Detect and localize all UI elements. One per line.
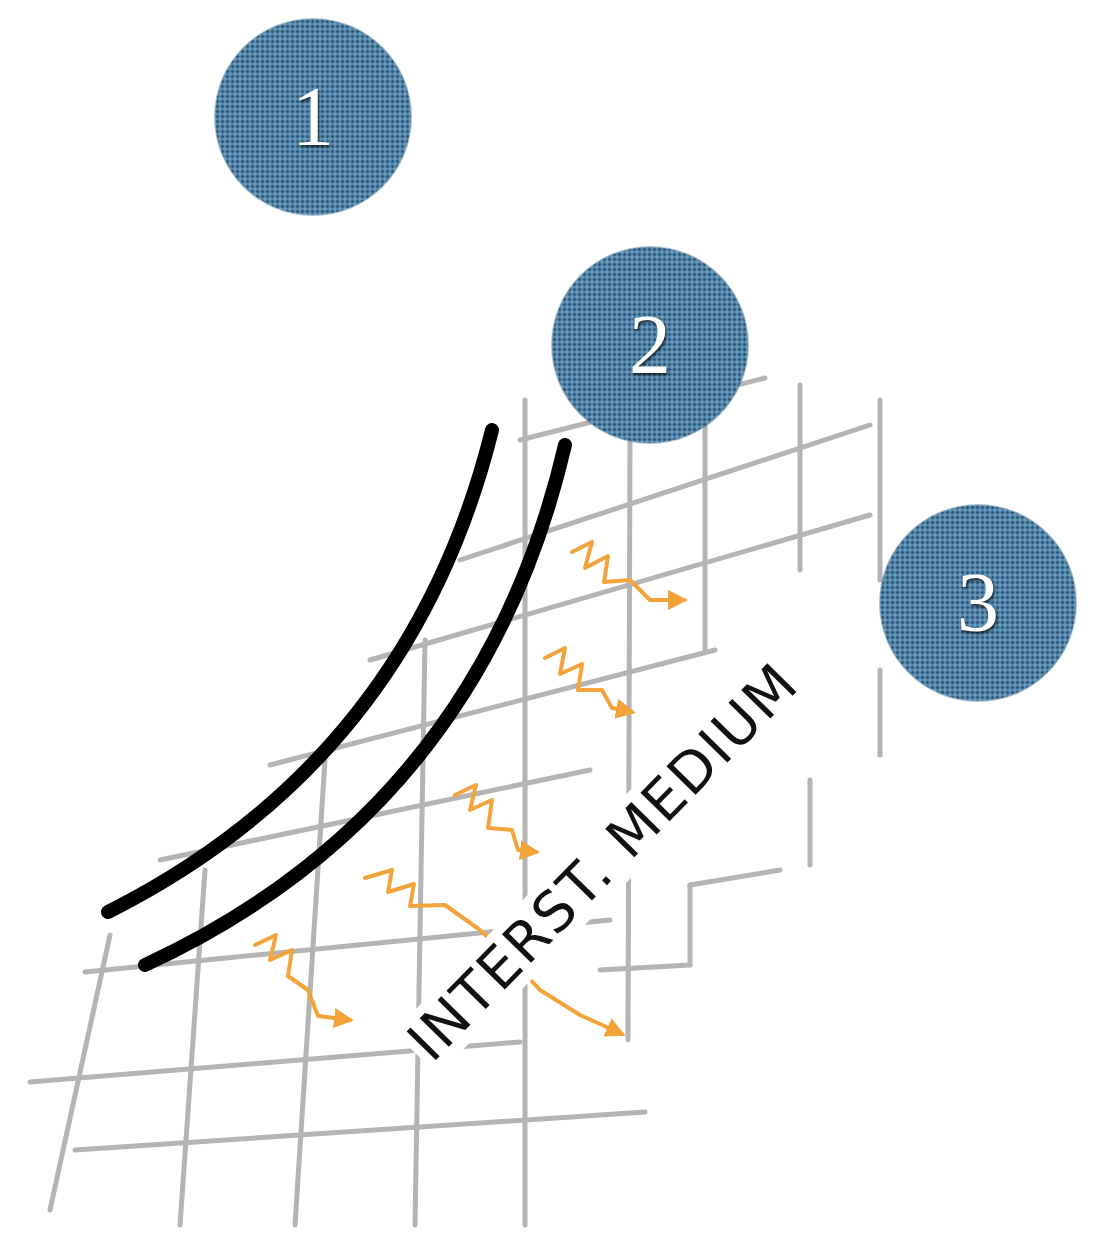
- callout-number: 2: [629, 303, 671, 387]
- grid: [30, 378, 880, 1225]
- callout-circle: 2: [552, 247, 748, 443]
- boundary-curves: [108, 430, 565, 965]
- callout-circle: 3: [880, 505, 1076, 701]
- callout-number: 3: [957, 561, 999, 645]
- callout-circle: 1: [215, 19, 411, 215]
- callout-number: 1: [292, 75, 334, 159]
